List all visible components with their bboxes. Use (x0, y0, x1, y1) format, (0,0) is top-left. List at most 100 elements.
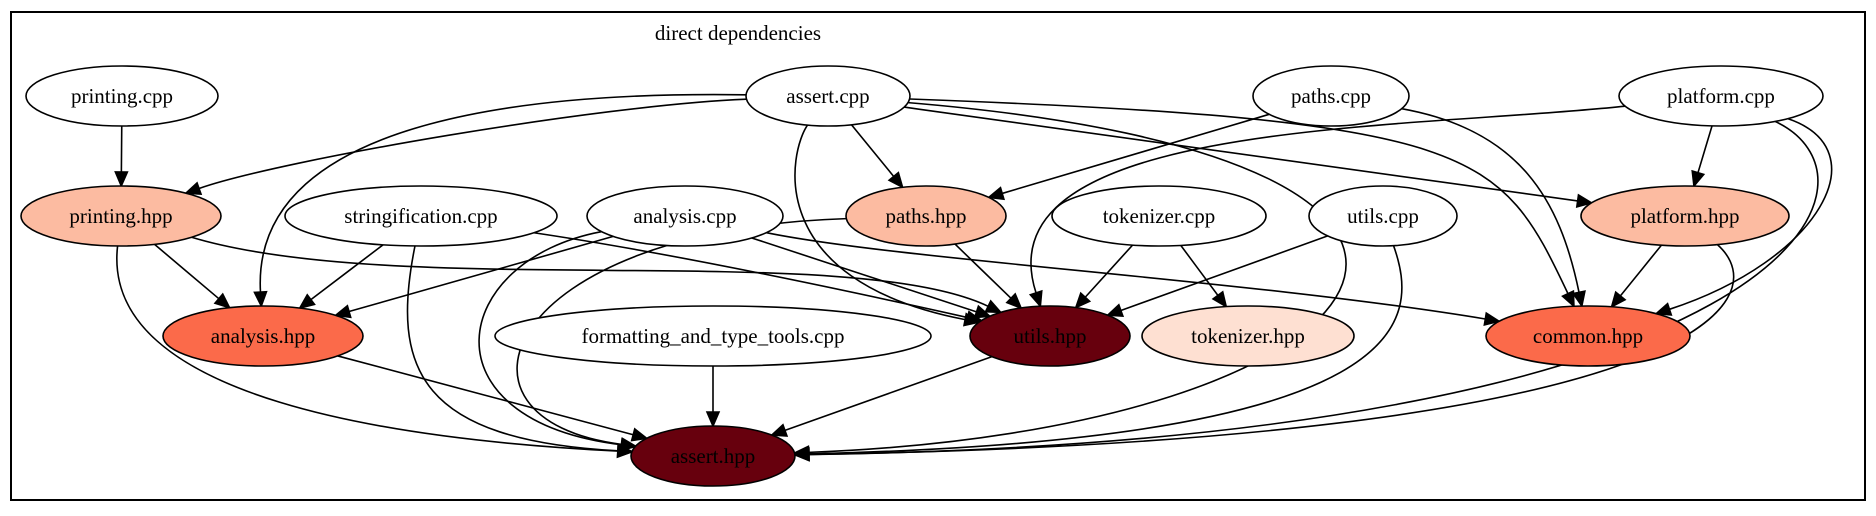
edge-assert-cpp-to-paths-hpp (850, 124, 895, 177)
arrowhead-assert-cpp-to-printing-hpp (183, 181, 203, 196)
edge-assert-cpp-to-printing-hpp (198, 98, 747, 190)
node-label-formatting-and-type-tools-cpp: formatting_and_type_tools.cpp (581, 324, 844, 348)
node-shape-formatting-and-type-tools-cpp (494, 305, 932, 367)
edge-assert-cpp-to-platform-hpp (904, 106, 1578, 202)
node-label-utils-cpp: utils.cpp (1347, 204, 1419, 228)
node-label-analysis-hpp: analysis.hpp (211, 324, 315, 348)
node-label-analysis-cpp: analysis.cpp (633, 204, 736, 228)
node-label-tokenizer-hpp: tokenizer.hpp (1191, 324, 1305, 348)
node-shape-assert-hpp (630, 425, 796, 487)
node-tokenizer-hpp: tokenizer.hpp (1141, 305, 1355, 367)
node-label-assert-hpp: assert.hpp (671, 444, 756, 468)
arrowhead-platform-cpp-to-platform-hpp (1691, 169, 1706, 189)
arrowhead-tokenizer-cpp-to-tokenizer-hpp (1211, 290, 1228, 309)
node-label-printing-hpp: printing.hpp (69, 204, 172, 228)
edge-assert-cpp-to-analysis-hpp (259, 93, 747, 293)
node-shape-utils-hpp (969, 305, 1131, 367)
arrowhead-paths-cpp-to-paths-hpp (986, 186, 1006, 201)
edge-paths-cpp-to-paths-hpp (1001, 113, 1270, 195)
node-shape-printing-hpp (20, 185, 222, 247)
arrowhead-assert-cpp-to-common-hpp (1561, 289, 1575, 309)
arrowhead-assert-cpp-to-platform-hpp (1575, 193, 1594, 208)
arrowhead-analysis-cpp-to-common-hpp (1483, 311, 1502, 326)
arrowhead-platform-hpp-to-common-hpp (1610, 290, 1627, 309)
node-formatting-and-type-tools-cpp: formatting_and_type_tools.cpp (494, 305, 932, 367)
edge-assert-cpp-to-utils-hpp (794, 124, 966, 321)
node-paths-cpp: paths.cpp (1252, 65, 1410, 127)
edge-assert-cpp-to-common-hpp (909, 98, 1569, 294)
edge-analysis-cpp-to-common-hpp (766, 231, 1486, 320)
node-label-stringification-cpp: stringification.cpp (344, 204, 497, 228)
node-paths-hpp: paths.hpp (845, 185, 1007, 247)
arrowhead-printing-hpp-to-utils-hpp (984, 299, 1003, 314)
arrowhead-tokenizer-cpp-to-utils-hpp (1074, 291, 1092, 310)
edge-stringification-cpp-to-assert-hpp (406, 245, 618, 452)
node-label-paths-cpp: paths.cpp (1291, 84, 1371, 108)
arrowhead-paths-hpp-to-utils-hpp (1005, 292, 1023, 310)
arrowhead-analysis-cpp-to-utils-hpp (973, 304, 992, 319)
node-shape-stringification-cpp (284, 185, 558, 247)
arrowhead-platform-hpp-to-assert-hpp (792, 447, 810, 462)
node-utils-cpp: utils.cpp (1308, 185, 1458, 247)
edge-platform-cpp-to-utils-hpp (1030, 105, 1626, 294)
node-platform-cpp: platform.cpp (1618, 65, 1824, 127)
arrowhead-analysis-hpp-to-assert-hpp (630, 427, 649, 442)
node-platform-hpp: platform.hpp (1580, 185, 1790, 247)
node-shape-tokenizer-cpp (1051, 185, 1267, 247)
arrowhead-utils-hpp-to-assert-hpp (769, 423, 789, 437)
arrowhead-printing-hpp-to-analysis-hpp (213, 292, 232, 310)
node-printing-hpp: printing.hpp (20, 185, 222, 247)
node-shape-platform-hpp (1580, 185, 1790, 247)
edge-assert-cpp-to-assert-hpp (808, 101, 1347, 454)
arrowhead-analysis-cpp-to-analysis-hpp (333, 304, 352, 319)
edge-utils-hpp-to-assert-hpp (784, 355, 993, 432)
node-label-common-hpp: common.hpp (1533, 324, 1643, 348)
node-shape-printing-cpp (25, 65, 219, 127)
arrowhead-formatting-and-type-tools-cpp-to-assert-hpp (705, 411, 721, 429)
node-common-hpp: common.hpp (1485, 305, 1691, 367)
edges-layer (114, 93, 1833, 462)
node-shape-tokenizer-hpp (1141, 305, 1355, 367)
arrowhead-stringification-cpp-to-analysis-hpp (298, 293, 316, 310)
edge-printing-hpp-to-analysis-hpp (153, 243, 220, 300)
node-shape-utils-cpp (1308, 185, 1458, 247)
node-shape-common-hpp (1485, 305, 1691, 367)
node-label-utils-hpp: utils.hpp (1014, 324, 1087, 348)
cluster-title: direct dependencies (655, 21, 821, 45)
node-label-paths-hpp: paths.hpp (885, 204, 966, 228)
node-label-platform-hpp: platform.hpp (1630, 204, 1739, 228)
node-analysis-cpp: analysis.cpp (586, 185, 784, 247)
edge-analysis-cpp-to-analysis-hpp (348, 235, 614, 313)
node-shape-analysis-hpp (162, 305, 364, 367)
edge-platform-hpp-to-common-hpp (1619, 244, 1663, 297)
node-stringification-cpp: stringification.cpp (284, 185, 558, 247)
node-label-tokenizer-cpp: tokenizer.cpp (1103, 204, 1216, 228)
edge-utils-cpp-to-utils-hpp (1120, 235, 1328, 312)
node-shape-assert-cpp (745, 65, 911, 127)
edge-platform-cpp-to-common-hpp (1669, 117, 1833, 311)
edge-analysis-cpp-to-assert-hpp (478, 230, 622, 446)
edge-paths-hpp-to-utils-hpp (954, 243, 1012, 299)
arrowhead-assert-cpp-to-paths-hpp (887, 171, 904, 189)
edge-analysis-hpp-to-assert-hpp (337, 355, 634, 436)
node-analysis-hpp: analysis.hpp (162, 305, 364, 367)
edge-tokenizer-cpp-to-tokenizer-hpp (1180, 244, 1219, 296)
node-shape-analysis-cpp (586, 185, 784, 247)
edge-utils-cpp-to-assert-hpp (808, 245, 1403, 455)
cluster-frame (10, 11, 1866, 501)
arrowhead-assert-cpp-to-analysis-hpp (253, 290, 268, 309)
edge-platform-cpp-to-assert-hpp (808, 120, 1819, 456)
node-shape-paths-cpp (1252, 65, 1410, 127)
edge-stringification-cpp-to-analysis-hpp (310, 244, 384, 301)
node-assert-hpp: assert.hpp (630, 425, 796, 487)
node-printing-cpp: printing.cpp (25, 65, 219, 127)
node-label-platform-cpp: platform.cpp (1667, 84, 1775, 108)
edge-platform-cpp-to-platform-hpp (1697, 125, 1713, 174)
node-shape-paths-hpp (845, 185, 1007, 247)
arrowhead-paths-hpp-to-assert-hpp (619, 437, 638, 452)
edge-stringification-cpp-to-utils-hpp (533, 231, 968, 319)
node-tokenizer-cpp: tokenizer.cpp (1051, 185, 1267, 247)
edge-tokenizer-cpp-to-utils-hpp (1084, 244, 1134, 298)
